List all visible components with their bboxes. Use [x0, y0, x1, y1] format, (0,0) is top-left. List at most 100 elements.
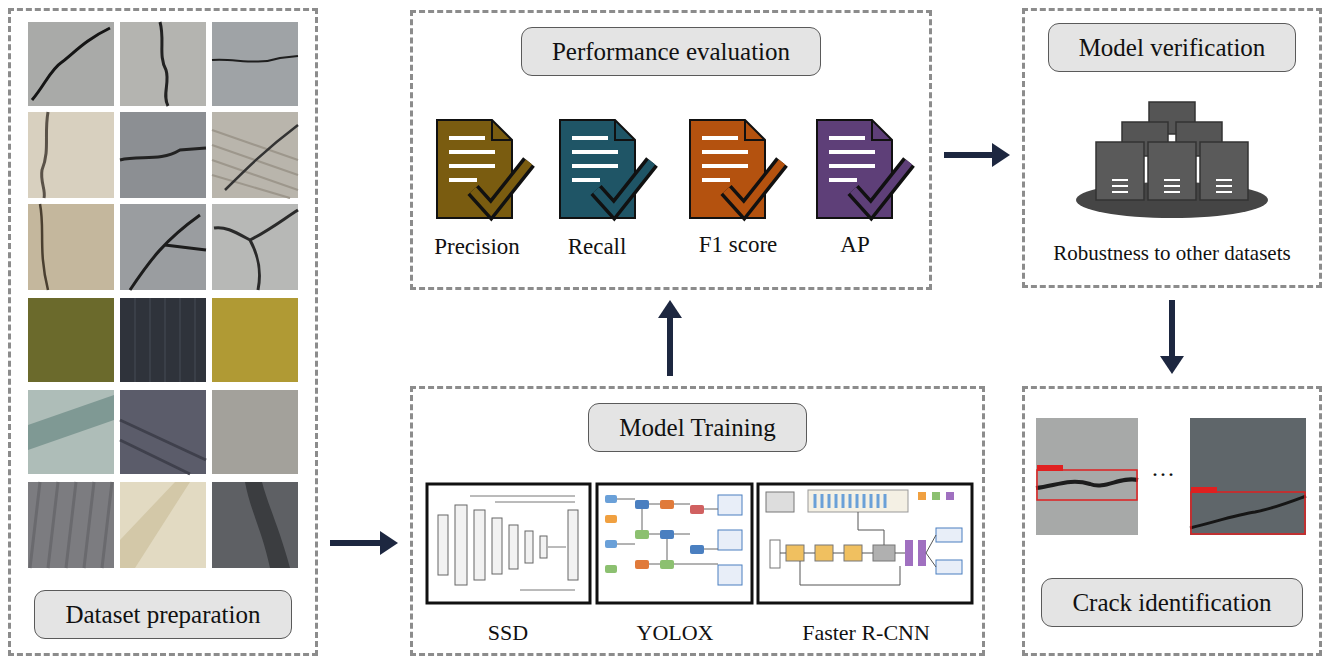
crack-photo-grid: [212, 298, 298, 382]
f1-icon: [690, 120, 782, 218]
detection-result-photo: [1036, 418, 1138, 535]
yolox-network-thumbnail: [635, 560, 649, 569]
crack-photo-grid: [120, 204, 206, 290]
arrow-head: [1160, 356, 1184, 374]
ssd-network-thumbnail: [427, 484, 590, 603]
precision-icon: [492, 120, 512, 140]
crack-photo-grid: [212, 130, 298, 198]
crack-photo-grid: [28, 112, 114, 198]
crack-photo-grid: [28, 298, 114, 382]
faster-rcnn-network-thumbnail: [873, 545, 895, 561]
yolox-network-thumbnail: [635, 530, 649, 539]
arrow-shaft: [1169, 300, 1175, 358]
precision-icon: [473, 162, 529, 210]
yolox-network-thumbnail: [605, 515, 617, 523]
crack-photo-grid: [120, 390, 206, 474]
crack-photo-grid: [28, 204, 114, 290]
section-heading: Model verification: [1048, 23, 1297, 72]
heading-row: Model verification: [1025, 23, 1319, 72]
faster-rcnn-network-thumbnail: [770, 540, 780, 568]
faster-rcnn-network-thumbnail: [808, 490, 908, 512]
recall-icon: [596, 162, 652, 210]
faster-rcnn-network-thumbnail: [844, 545, 862, 561]
crack-photo-grid: [30, 482, 112, 568]
f1-icon: [702, 138, 748, 180]
crack-photo-grid: [160, 22, 168, 106]
flow-arrow: [944, 143, 1010, 167]
caption-label: ···: [1151, 460, 1175, 489]
crack-photo-grid: [130, 215, 206, 290]
detection-result-photo: [1190, 418, 1306, 535]
caption-label: Recall: [568, 233, 627, 261]
dataset-panel: Dataset preparation: [8, 8, 318, 656]
arrow-shaft: [667, 316, 673, 376]
faster-rcnn-network-thumbnail: [780, 512, 936, 585]
detection-result-photo: [1191, 492, 1305, 534]
crack-photo-grid: [120, 482, 206, 568]
ssd-network-thumbnail: [438, 515, 448, 575]
crack-photo-grid: [245, 482, 290, 568]
ssd-network-thumbnail: [492, 518, 502, 574]
arrow-head: [658, 300, 682, 318]
faster-rcnn-network-thumbnail: [905, 540, 913, 566]
heading-row: Model Training: [413, 403, 982, 452]
detection-result-photo: [1190, 496, 1306, 528]
ssd-network-thumbnail: [474, 510, 485, 580]
precision-icon: [449, 138, 495, 180]
crack-photo-grid: [28, 482, 114, 568]
crack-photo-grid: [32, 28, 110, 100]
detection-result-photo: [1036, 479, 1138, 488]
ap-icon: [829, 138, 875, 180]
faster-rcnn-network-thumbnail: [946, 492, 954, 500]
flow-arrow: [330, 531, 398, 555]
faster-rcnn-network-thumbnail: [815, 494, 885, 508]
crack-photo-grid: [120, 112, 206, 198]
caption-label: SSD: [488, 620, 528, 646]
ssd-network-thumbnail: [455, 505, 467, 585]
yolox-network-thumbnail: [718, 495, 742, 515]
faster-rcnn-network-thumbnail: [936, 560, 962, 574]
f1-icon: [745, 120, 765, 140]
yolox-network-thumbnail: [605, 540, 617, 548]
ssd-network-thumbnail: [509, 525, 518, 569]
ap-icon: [872, 120, 892, 140]
ssd-network-thumbnail: [470, 496, 575, 590]
section-heading: Performance evaluation: [521, 27, 821, 76]
arrow-head: [380, 531, 398, 555]
yolox-network-thumbnail: [690, 545, 704, 554]
crack-photo-grid: [212, 22, 298, 106]
ap-icon: [853, 162, 909, 210]
ssd-network-thumbnail: [427, 484, 590, 603]
caption-label: AP: [840, 231, 869, 259]
recall-icon: [596, 162, 652, 210]
recall-icon: [615, 120, 635, 140]
heading-row: Dataset preparation: [11, 590, 315, 639]
yolox-network-thumbnail: [660, 560, 674, 569]
recall-icon: [560, 120, 652, 218]
crack-photo-grid: [28, 22, 114, 106]
crack-photo-grid: [212, 204, 298, 290]
detection-result-photo: [1191, 487, 1217, 493]
precision-icon: [473, 162, 529, 210]
f1-icon: [726, 162, 782, 210]
heading-row: Performance evaluation: [413, 27, 929, 76]
yolox-network-thumbnail: [660, 500, 674, 509]
ssd-network-thumbnail: [525, 531, 533, 563]
f1-icon: [726, 162, 782, 210]
yolox-network-thumbnail: [605, 495, 617, 503]
caption-label: F1 score: [699, 231, 778, 259]
crack-photo-grid: [42, 112, 48, 198]
yolox-network-thumbnail: [660, 530, 674, 539]
yolox-network-thumbnail: [718, 530, 742, 550]
ssd-network-thumbnail: [568, 510, 578, 580]
crack-photo-grid: [212, 390, 298, 474]
crack-photo-grid: [40, 204, 48, 290]
section-heading: Model Training: [588, 403, 806, 452]
faster-rcnn-network-thumbnail: [815, 545, 833, 561]
server-stack-icon: [1112, 180, 1232, 192]
faster-rcnn-network-thumbnail: [758, 484, 972, 603]
ssd-network-thumbnail: [540, 536, 547, 558]
yolox-network-thumbnail: [597, 484, 752, 603]
